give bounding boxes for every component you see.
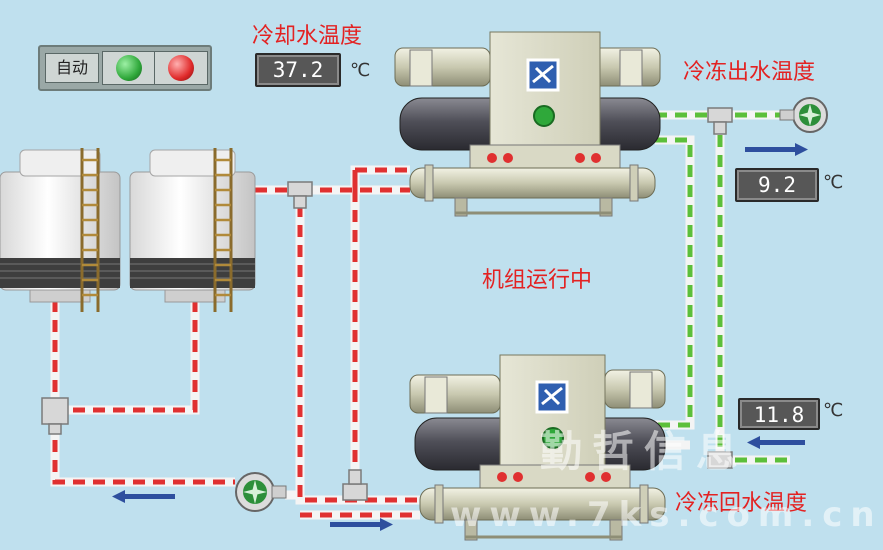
cooling-water-temp-unit: ℃ — [350, 60, 371, 81]
chilled-return-temp-label: 冷冻回水温度 — [675, 491, 808, 516]
watermark-url: www.7ks.com.cn — [450, 495, 883, 535]
stop-indicator-lamp — [168, 55, 194, 81]
pump-fan-icon[interactable] — [235, 472, 287, 512]
stop-button[interactable] — [154, 51, 208, 85]
chilled-out-temp-unit: ℃ — [823, 172, 844, 193]
start-indicator-lamp — [116, 55, 142, 81]
auto-mode-button[interactable]: 自动 — [45, 53, 99, 83]
cooling-water-temp-readout: 37.2 — [255, 53, 341, 87]
chilled-return-temp-unit: ℃ — [823, 400, 844, 421]
flow-arrow-icon — [112, 143, 808, 531]
start-button[interactable] — [102, 51, 156, 85]
chiller-unit-icon — [409, 354, 666, 541]
watermark-name: 勤哲信息 — [540, 427, 749, 476]
plant-diagram — [0, 31, 828, 541]
unit-running-status: 机组运行中 — [482, 268, 593, 293]
chilled-return-temp-readout: 11.8 — [738, 398, 820, 430]
chiller-unit-icon — [394, 31, 661, 217]
cooling-tower-icon — [129, 148, 256, 312]
chilled-out-temp-readout: 9.2 — [735, 168, 819, 202]
chilled-out-temp-label: 冷冻出水温度 — [683, 60, 816, 85]
cooling-water-pipes — [50, 165, 420, 520]
cooling-water-temp-label: 冷却水温度 — [252, 24, 363, 49]
hvac-scada-screen: 自动 冷却水温度 冷冻出水温度 机组运行中 冷冻回水温度 37.2 ℃ 9.2 … — [0, 24, 875, 541]
pipe-tee-fittings — [41, 107, 733, 501]
control-panel: 自动 — [38, 45, 212, 91]
cooling-tower-icon — [0, 148, 121, 312]
pump-fan-icon[interactable] — [779, 97, 828, 133]
